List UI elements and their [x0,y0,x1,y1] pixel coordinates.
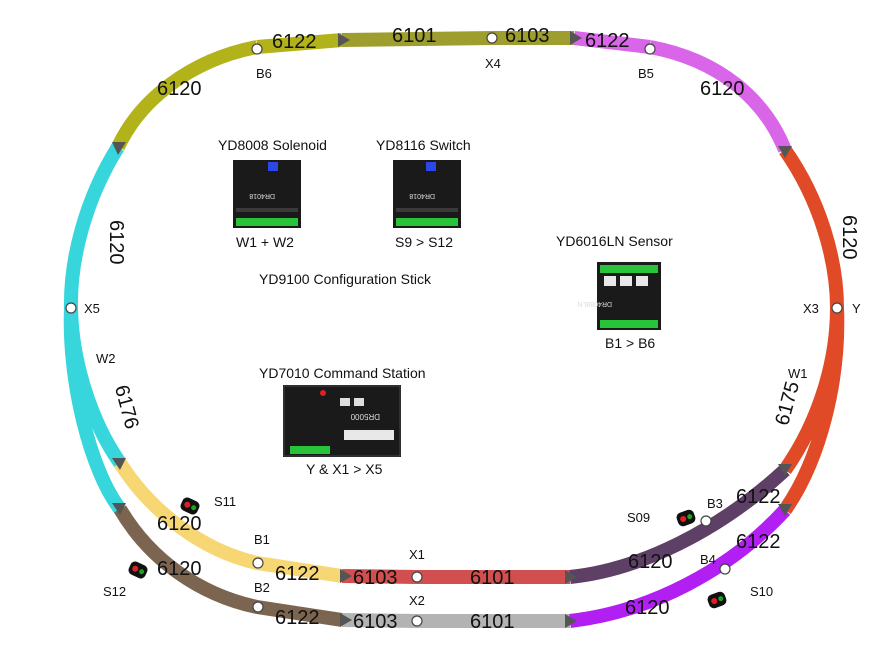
label-w2: W2 [96,351,116,366]
board-label-command: DR5000 [350,412,380,421]
label-s09: S09 [627,510,650,525]
board-solenoid: DR4018 [233,160,301,228]
signal-s12-icon [128,561,148,579]
track-segment-bottom-left-6120-upper [114,459,344,583]
module-sub-sensor: B1 > B6 [605,335,655,351]
direction-marker [112,142,126,155]
label-s11: S11 [214,494,236,509]
track-label: 6120 [157,558,202,580]
track-label: 6122 [585,30,630,52]
track-label: 6101 [470,611,515,633]
label-x4: X4 [485,56,501,71]
module-sub-switch: S9 > S12 [395,234,453,250]
track-label: 6122 [272,31,317,53]
block-marker-b1 [252,557,264,569]
junction-marker-x3 [831,302,843,314]
label-s12: S12 [103,584,126,599]
block-marker-b4 [719,563,731,575]
track-segment-bottom-6120-upper-right [569,464,790,584]
track-segment-top-6122-right [573,31,651,54]
junction-marker-x4 [486,32,498,44]
track-label: 6122 [275,607,320,629]
module-title-solenoid: YD8008 Solenoid [218,137,327,153]
block-marker-b5 [644,43,656,55]
direction-marker [570,31,582,45]
label-x2: X2 [409,593,425,608]
block-marker-b6 [251,43,263,55]
track-label: 6176 [110,383,143,432]
signal-s10-icon [707,591,727,609]
track-label: 6120 [838,215,860,260]
track-label: 6103 [353,567,398,589]
board-label-solenoid: DR4018 [249,192,275,199]
direction-marker [565,570,577,584]
direction-marker [778,146,792,158]
module-sub-solenoid: W1 + W2 [236,234,294,250]
track-label: 6122 [736,486,781,508]
track-label: 6120 [105,220,127,265]
track-label: 6103 [353,611,398,633]
module-title-switch: YD8116 Switch [376,137,471,153]
track-segment-right-6120-top [648,40,792,153]
direction-marker [112,458,126,470]
label-b6: B6 [256,66,272,81]
board-sensor: DR4088LN [577,262,661,330]
direction-marker [778,464,792,476]
track-segment-left-6176 [63,307,126,514]
board-command-station: DR5000 [283,385,401,457]
module-title-config: YD9100 Configuration Stick [259,271,432,287]
track-label: 6120 [157,78,202,100]
label-x1: X1 [409,547,425,562]
direction-marker [338,33,350,47]
signal-s11-icon [180,497,200,515]
block-marker-b2 [252,601,264,613]
direction-marker [340,569,352,583]
track-segment-bottom-left-6120-lower [113,505,344,627]
junction-marker-x1 [411,571,423,583]
track-label: 6122 [275,563,320,585]
board-label-switch: DR4018 [409,192,435,199]
junction-marker-x2 [411,615,423,627]
module-title-sensor: YD6016LN Sensor [556,233,673,249]
track-label: 6101 [392,25,437,47]
track-label: 6120 [700,78,745,100]
module-sub-command: Y & X1 > X5 [306,461,383,477]
board-label-sensor: DR4088LN [577,300,612,307]
board-switch: DR4018 [393,160,461,228]
label-b1: B1 [254,532,270,547]
label-b5: B5 [638,66,654,81]
track-label: 6101 [470,567,515,589]
track-label: 6122 [736,531,781,553]
module-title-command: YD7010 Command Station [259,365,426,381]
track-label: 6120 [628,551,673,573]
block-marker-b3 [700,515,712,527]
label-w1: W1 [788,366,808,381]
direction-marker [112,503,126,515]
signal-s09-icon [676,509,696,527]
label-s10: S10 [750,584,773,599]
track-label: 6103 [505,25,550,47]
junction-marker-x5 [65,302,77,314]
direction-marker [340,613,352,627]
track-segment-bottom-6120-lower-right [569,505,791,628]
track-label: 6120 [625,597,670,619]
track-segment-left-6120-top [111,40,259,151]
label-b4: B4 [700,552,716,567]
direction-marker [565,614,577,628]
track-label: 6175 [771,379,804,428]
label-x3: X3 [803,301,819,316]
track-segment-top-6122-left [256,33,343,54]
label-x5: X5 [84,301,100,316]
label-b3: B3 [707,496,723,511]
track-segment-right-6175 [779,307,845,515]
direction-marker [778,504,792,516]
track-label: 6120 [157,513,202,535]
label-y: Y [852,301,861,316]
label-b2: B2 [254,580,270,595]
